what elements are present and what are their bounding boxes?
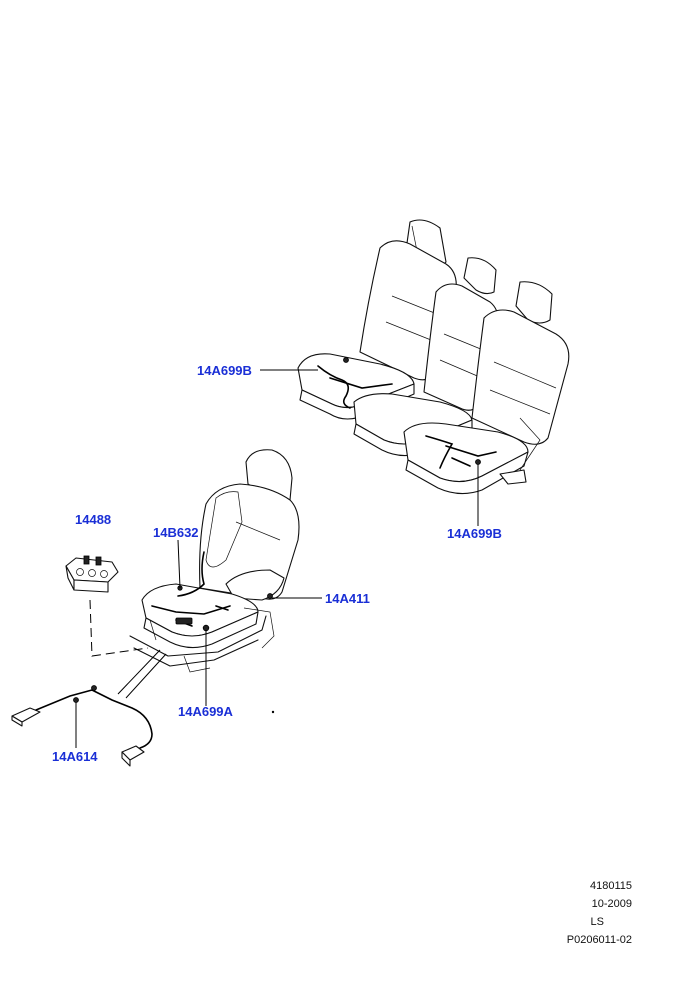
callout-cushion-harness[interactable]: 14A699A (178, 704, 233, 719)
front-seat (129, 449, 300, 673)
part-reference: P0206011-02 (566, 934, 632, 946)
callout-switch-pack[interactable]: 14488 (75, 512, 112, 527)
callout-leaders (75, 369, 479, 748)
drawing-date: 10-2009 (591, 898, 632, 910)
drawing-code: 4180115 (589, 880, 632, 892)
callout-backrest-harness[interactable]: 14B632 (153, 525, 199, 540)
model-code: LS (590, 916, 604, 928)
callout-link-harness[interactable]: 14A614 (52, 749, 98, 764)
rear-bench-seat (297, 219, 570, 495)
callout-rear-right[interactable]: 14A699B (447, 526, 502, 541)
callout-side-harness[interactable]: 14A411 (325, 591, 370, 606)
callout-rear-left[interactable]: 14A699B (197, 363, 252, 378)
switch-pack-icon (65, 555, 119, 593)
link-harness-icon (11, 599, 167, 767)
